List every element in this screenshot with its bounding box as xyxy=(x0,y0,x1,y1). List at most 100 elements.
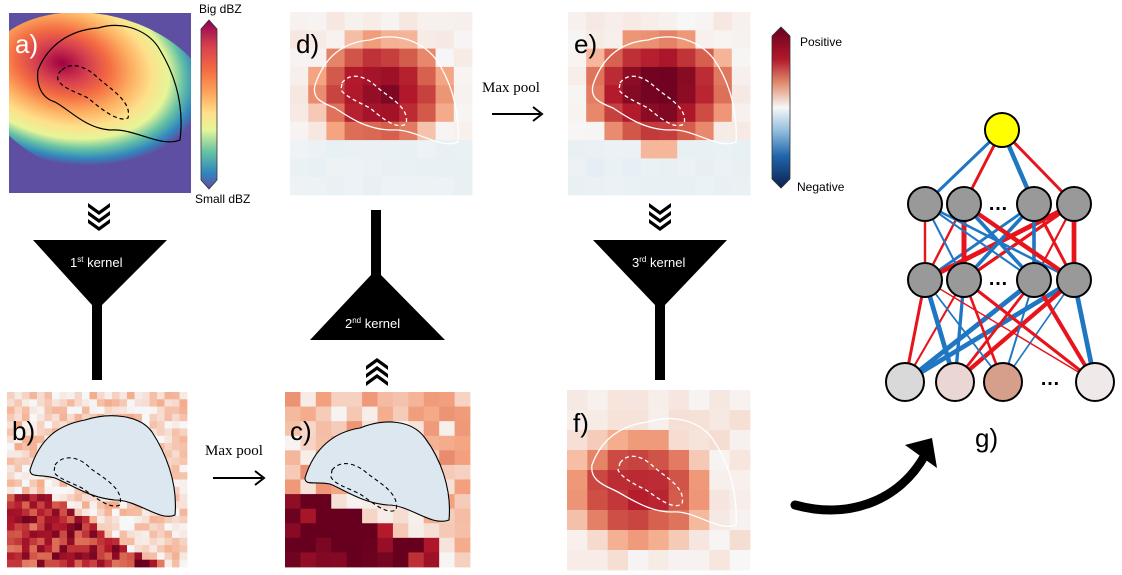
feature-map-cell xyxy=(149,428,158,437)
feature-map-cell xyxy=(622,140,642,159)
feature-map-cell xyxy=(112,530,120,539)
feature-map-cell xyxy=(29,421,38,429)
feature-map-cell xyxy=(628,410,649,431)
feature-map-cell xyxy=(695,103,714,123)
feature-map-cell xyxy=(134,552,143,561)
feature-map-cell xyxy=(399,66,418,86)
panel-c-pooled-map: c) xyxy=(285,392,471,568)
feature-map-cell xyxy=(149,406,158,415)
feature-map-cell xyxy=(640,121,660,141)
feature-map-cell xyxy=(179,392,188,400)
feature-map-cell xyxy=(399,158,418,178)
feature-map-cell xyxy=(29,450,38,459)
feature-map-cell xyxy=(622,12,642,31)
feature-map-cell xyxy=(67,501,75,510)
feature-map-cell xyxy=(290,140,309,159)
feature-map-cell xyxy=(59,399,68,407)
feature-map-cell xyxy=(22,421,30,429)
feature-map-cell xyxy=(417,103,436,123)
feature-map-cell xyxy=(67,486,75,495)
panel-a-reflectivity-map: a) xyxy=(9,13,191,193)
feature-map-cell xyxy=(82,406,90,415)
feature-map-cell xyxy=(439,537,455,553)
feature-map-cell xyxy=(179,508,188,517)
feature-map-cell xyxy=(119,515,128,524)
network-connection xyxy=(962,202,1076,282)
feature-map-cell xyxy=(423,523,440,539)
feature-map-cell xyxy=(331,523,348,539)
feature-map-cell xyxy=(454,552,471,568)
feature-map-cell xyxy=(14,413,23,422)
feature-map-cell xyxy=(308,66,327,86)
feature-map-cell xyxy=(677,48,696,68)
feature-map-cell xyxy=(22,392,30,400)
feature-map-cell xyxy=(14,494,23,502)
feature-map-cell xyxy=(179,515,188,524)
feature-map-cell xyxy=(52,486,60,495)
feature-map-cell xyxy=(326,140,345,159)
panel-e-label: e) xyxy=(574,29,597,59)
feature-map-cell xyxy=(44,508,53,517)
feature-map-cell xyxy=(731,103,751,123)
feature-map-cell xyxy=(67,413,75,422)
feature-map-cell xyxy=(454,523,471,539)
feature-map-cell xyxy=(74,494,83,502)
feature-map-cell xyxy=(172,421,180,429)
feature-map-cell xyxy=(285,508,301,524)
feature-map-cell xyxy=(172,494,180,502)
panel-a-label: a) xyxy=(15,29,38,59)
feature-map-cell xyxy=(74,392,83,400)
panel-d-feature-map: d) xyxy=(290,12,473,196)
feature-map-cell xyxy=(362,121,382,141)
feature-map-cell xyxy=(648,410,670,431)
feature-map-cell xyxy=(134,523,143,531)
feature-map-cell xyxy=(14,515,23,524)
feature-map-cell xyxy=(731,140,751,159)
feature-map-cell xyxy=(7,413,15,422)
feature-map-cell xyxy=(127,530,135,539)
feature-map-cell xyxy=(127,406,135,415)
feature-map-cell xyxy=(164,392,173,400)
feature-map-cell xyxy=(172,392,180,400)
feature-map-cell xyxy=(731,176,751,196)
feature-map-cell xyxy=(622,176,642,196)
feature-map-cell xyxy=(587,530,609,551)
feature-map-cell xyxy=(112,552,120,561)
network-connection xyxy=(924,203,1035,281)
feature-map-cell xyxy=(22,552,30,561)
feature-map-cell xyxy=(7,515,15,524)
feature-map-cell xyxy=(586,48,605,68)
feature-map-cell xyxy=(134,413,143,422)
feature-map-cell xyxy=(731,158,751,178)
feature-map-cell xyxy=(52,545,60,553)
feature-map-cell xyxy=(112,559,120,568)
feature-map-cell xyxy=(731,121,751,141)
feature-map-cell xyxy=(104,530,113,539)
feature-map-cell xyxy=(59,552,68,561)
feature-map-cell xyxy=(381,66,400,86)
feature-map-cell xyxy=(157,406,165,415)
feature-map-cell xyxy=(104,515,113,524)
feature-map-cell xyxy=(29,406,38,415)
feature-map-cell xyxy=(381,103,400,123)
feature-map-cell xyxy=(713,103,733,123)
feature-map-cell xyxy=(695,85,714,104)
feature-map-cell xyxy=(331,494,348,510)
feature-map-cell xyxy=(729,410,751,431)
feature-map-cell xyxy=(67,515,75,524)
feature-map-cell xyxy=(285,435,301,451)
feature-map-cell xyxy=(59,515,68,524)
feature-map-cell xyxy=(709,410,731,431)
feature-map-cell xyxy=(164,530,173,539)
feature-map-cell xyxy=(381,176,400,196)
feature-map-cell xyxy=(97,392,105,400)
feature-map-cell xyxy=(119,406,128,415)
max-pool-arrow-top: Max pool xyxy=(482,80,544,122)
feature-map-cell xyxy=(435,103,455,123)
second-kernel-funnel: 2nd kernel xyxy=(310,210,445,340)
feature-map-cell xyxy=(695,140,714,159)
feature-map-cell xyxy=(300,494,317,510)
feature-map-cell xyxy=(604,140,623,159)
feature-map-cell xyxy=(179,545,188,553)
feature-map-cell xyxy=(709,530,731,551)
